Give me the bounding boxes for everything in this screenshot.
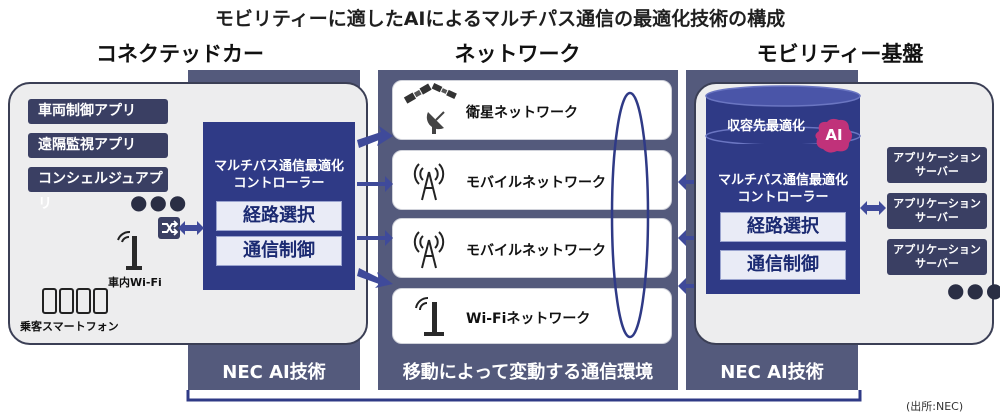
server-label-line1: アプリケーション — [893, 197, 981, 210]
application-server: アプリケーション サーバー — [887, 239, 987, 275]
server-label-line2: サーバー — [915, 165, 959, 178]
platform-controller-title-1: マルチパス通信最適化 — [717, 173, 848, 188]
network-label-satellite: 衛星ネットワーク — [466, 105, 578, 121]
car-controller-title-1: マルチパス通信最適化 — [213, 159, 344, 174]
platform-controller-title-2: コントローラー — [737, 190, 829, 205]
servers-more-dots: ●●● — [947, 278, 1000, 302]
wifi-access-point-icon — [410, 294, 448, 338]
network-card-mobile-2 — [392, 218, 672, 278]
server-label-line2: サーバー — [915, 257, 959, 270]
application-server: アプリケーション サーバー — [887, 193, 987, 229]
network-label-mobile-1: モバイルネットワーク — [466, 175, 606, 191]
section-mobility-platform: モビリティー基盤 — [756, 42, 924, 66]
car-communication-control: 通信制御 — [216, 236, 342, 266]
ai-badge-icon — [813, 117, 855, 155]
source-credit: (出所:NEC) — [906, 400, 964, 413]
server-label-line2: サーバー — [915, 211, 959, 224]
server-label-line1: アプリケーション — [893, 243, 981, 256]
app-vehicle-control: 車両制御アプリ — [28, 99, 168, 124]
in-car-wifi-label: 車内Wi-Fi — [108, 276, 162, 289]
passenger-smartphone-label: 乗客スマートフォン — [20, 320, 119, 333]
network-band-label: 移動によって変動する通信環境 — [402, 362, 654, 383]
controller-server-bidirectional-arrow — [860, 201, 886, 215]
wifi-router-icon — [112, 226, 146, 272]
network-label-wifi: Wi-Fiネットワーク — [466, 311, 591, 327]
diagram-title: モビリティーに適したAIによるマルチパス通信の最適化技術の構成 — [214, 8, 786, 30]
network-card-mobile-1 — [392, 150, 672, 210]
satellite-icon — [398, 80, 462, 136]
ai-badge-label: AI — [825, 126, 843, 144]
antenna-icon — [410, 158, 448, 202]
platform-band-label: NEC AI技術 — [720, 362, 824, 383]
multipath-ellipse — [610, 91, 650, 339]
smartphones-icon — [42, 288, 108, 314]
car-apps-more-dots: ●●● — [130, 190, 189, 214]
car-route-selection: 経路選択 — [216, 201, 342, 231]
application-server: アプリケーション サーバー — [887, 147, 987, 183]
section-network: ネットワーク — [454, 42, 581, 66]
app-concierge: コンシェルジュアプリ — [28, 167, 168, 212]
antenna-icon — [410, 226, 448, 270]
platform-to-network-arrows — [678, 174, 704, 294]
car-controller-title-2: コントローラー — [233, 176, 325, 191]
platform-communication-control: 通信制御 — [720, 250, 846, 280]
car-to-network-arrows — [357, 126, 393, 288]
app-remote-monitoring: 遠隔監視アプリ — [28, 133, 168, 158]
server-label-line1: アプリケーション — [893, 151, 981, 164]
bottom-bracket — [186, 390, 862, 402]
network-label-mobile-2: モバイルネットワーク — [466, 243, 606, 259]
accommodation-optimization-label: 収容先最適化 — [726, 119, 805, 134]
platform-route-selection: 経路選択 — [720, 212, 846, 242]
app-controller-bidirectional-arrow — [178, 221, 204, 235]
shuffle-icon — [158, 217, 180, 239]
section-connected-car: コネクテッドカー — [96, 42, 264, 66]
car-band-label: NEC AI技術 — [222, 362, 326, 383]
